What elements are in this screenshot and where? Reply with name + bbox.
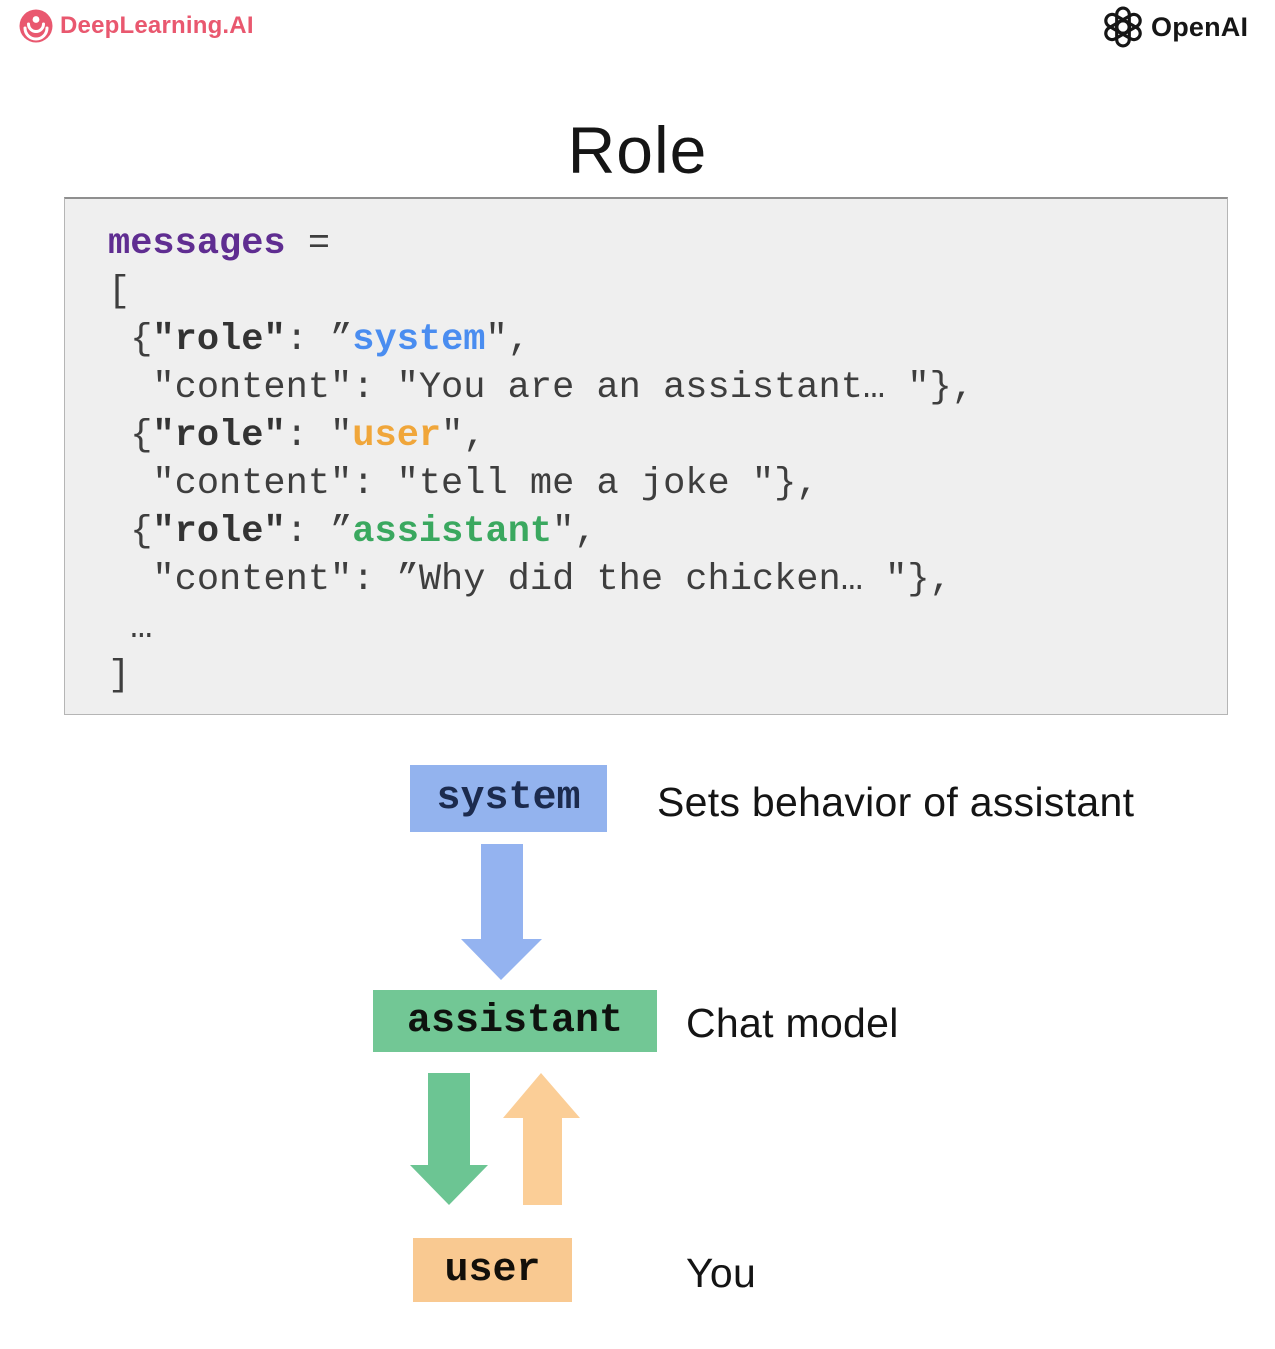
annotation-assistant: Chat model (686, 1000, 899, 1046)
page-title: Role (567, 113, 708, 187)
node-user-label: user (444, 1247, 541, 1293)
node-user: user (413, 1238, 572, 1302)
annotation-user: You (686, 1250, 757, 1296)
code-line: ] (108, 655, 131, 697)
arrow-assistant-to-user (410, 1073, 488, 1205)
code-line: {"role": ”system", (108, 319, 530, 361)
deeplearning-ai-logo: DeepLearning.AI (18, 8, 254, 44)
code-line: [ (108, 271, 131, 313)
code-line: … (108, 607, 153, 649)
node-assistant: assistant (373, 990, 657, 1052)
code-line: messages = (108, 223, 331, 265)
openai-icon (1104, 6, 1142, 48)
node-system-label: system (436, 776, 581, 821)
openai-logo-text: OpenAI (1151, 11, 1249, 42)
deeplearning-ai-logo-text: DeepLearning.AI (60, 12, 254, 39)
node-assistant-label: assistant (406, 998, 624, 1044)
code-line: {"role": ”assistant", (108, 511, 597, 553)
code-line: "content": "tell me a joke "}, (108, 463, 819, 505)
arrow-user-to-assistant (503, 1073, 580, 1205)
code-line: {"role": "user", (108, 415, 486, 457)
code-block: messages = [ {"role": ”system", "content"… (64, 197, 1228, 715)
annotation-system: Sets behavior of assistant (657, 779, 1135, 825)
openai-logo: OpenAI (1102, 6, 1248, 48)
arrow-system-to-assistant (461, 844, 542, 980)
code-line: "content": "You are an assistant… "}, (108, 367, 974, 409)
deeplearning-ai-icon (19, 9, 53, 43)
code-line: "content": ”Why did the chicken… "}, (108, 559, 952, 601)
node-system: system (410, 765, 607, 832)
